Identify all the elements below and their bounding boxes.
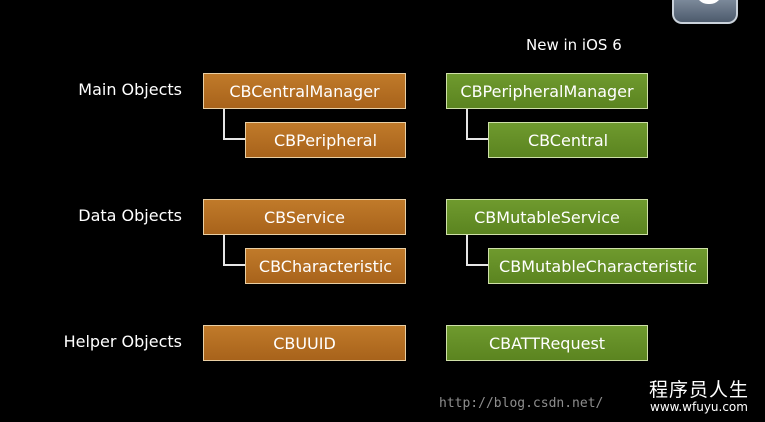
box-cbuuid: CBUUID	[203, 325, 406, 361]
row-label-helper-objects: Helper Objects	[63, 332, 182, 351]
box-cbcharacteristic: CBCharacteristic	[245, 248, 406, 284]
box-cbmutablecharacteristic: CBMutableCharacteristic	[488, 248, 708, 284]
box-cbcentralmanager: CBCentralManager	[203, 73, 406, 109]
box-cbattrequest: CBATTRequest	[446, 325, 648, 361]
connector-peripheralmanager-to-central	[466, 109, 488, 140]
connector-central-to-peripheral	[223, 109, 245, 140]
row-label-main-objects: Main Objects	[78, 80, 182, 99]
ios6-logo-icon	[672, 0, 738, 24]
box-cbcentral: CBCentral	[488, 122, 648, 158]
new-in-ios6-label: New in iOS 6	[526, 36, 622, 54]
watermark-logo-text: 程序员人生	[648, 379, 749, 401]
watermark-logo-site: www.wfuyu.com	[650, 400, 748, 414]
box-cbperipheral: CBPeripheral	[245, 122, 406, 158]
box-cbperipheralmanager: CBPeripheralManager	[446, 73, 648, 109]
box-cbmutableservice: CBMutableService	[446, 199, 648, 235]
row-label-data-objects: Data Objects	[78, 206, 182, 225]
box-cbservice: CBService	[203, 199, 406, 235]
connector-service-to-characteristic	[223, 235, 245, 266]
watermark-url: http://blog.csdn.net/	[439, 396, 604, 411]
watermark-logo: 程序员人生 www.wfuyu.com	[646, 375, 752, 414]
connector-mutableservice-to-mutablecharacteristic	[466, 235, 488, 266]
